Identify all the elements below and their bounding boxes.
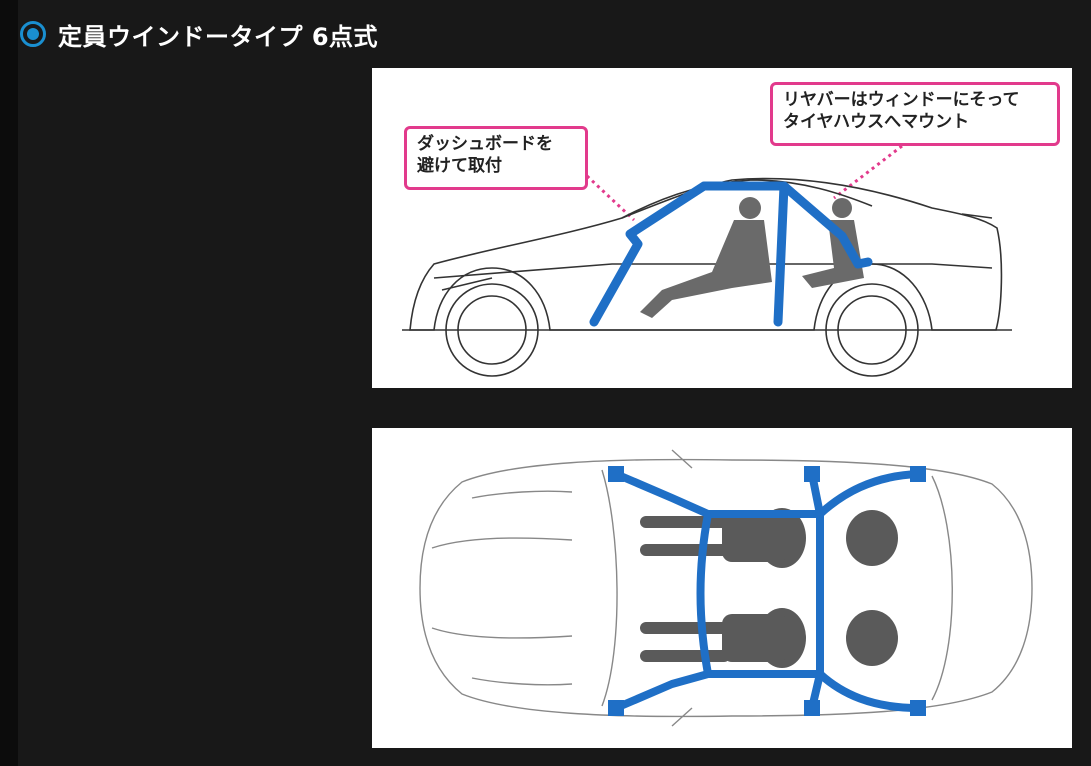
callout-dash-leader (585, 174, 636, 222)
mount-plates (608, 466, 926, 716)
occupants-top-silhouette (640, 508, 898, 668)
car-top-outline (419, 449, 1033, 727)
top-view-car-drawing (419, 449, 1033, 727)
car-body-outline (402, 177, 1012, 377)
callout-rear-bar-line1: リヤバーはウィンドーにそって (783, 90, 1020, 110)
callout-rear-bar-line2: タイヤハウスへマウント (783, 112, 970, 132)
roll-cage-bars (589, 181, 873, 327)
radio-selected-icon (20, 21, 46, 47)
section-heading: 定員ウインドータイプ 6点式 (20, 14, 378, 54)
left-edge-strip (0, 0, 18, 766)
callout-dashboard-line1: ダッシュボードを (417, 134, 553, 154)
side-view-car-drawing (402, 144, 1012, 377)
section-title: 定員ウインドータイプ 6点式 (58, 22, 379, 51)
callout-dashboard-line2: 避けて取付 (417, 156, 502, 176)
top-view-illustration (372, 428, 1072, 748)
occupants-silhouette (640, 197, 864, 318)
roll-cage-top-bars (612, 470, 922, 712)
callout-rear-bar: リヤバーはウィンドーにそって タイヤハウスへマウント (770, 82, 1060, 146)
callout-rear-leader (833, 144, 903, 200)
side-view-illustration: ダッシュボードを 避けて取付 リヤバーはウィンドーにそって タイヤハウスへマウン… (372, 68, 1072, 388)
callout-dashboard: ダッシュボードを 避けて取付 (404, 126, 588, 190)
